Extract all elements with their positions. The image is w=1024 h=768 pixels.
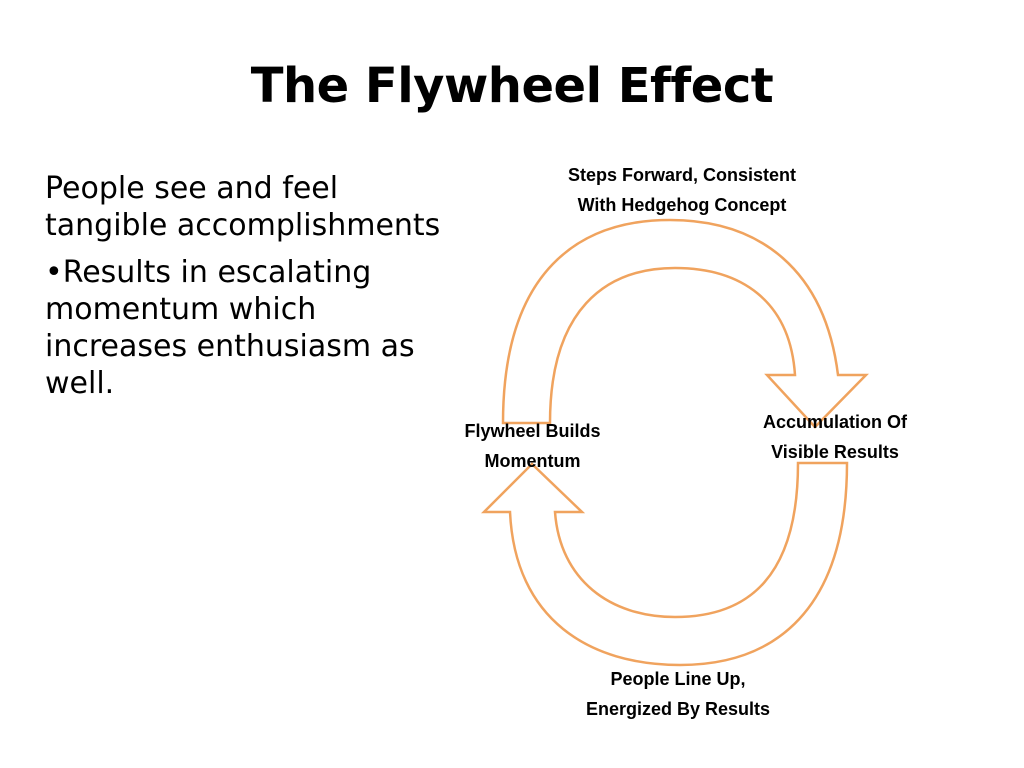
node-right-line-1: Accumulation Of <box>762 412 907 432</box>
body-text: People see and feel tangible accomplishm… <box>45 170 445 412</box>
node-bottom-line-1: People Line Up, <box>610 669 746 689</box>
node-top-line-2: With Hedgehog Concept <box>577 195 787 215</box>
node-bottom-label: People Line Up, Energized By Results <box>548 664 808 724</box>
node-left-line-1: Flywheel Builds <box>464 421 601 441</box>
node-bottom-line-2: Energized By Results <box>585 699 771 719</box>
node-right-label: Accumulation Of Visible Results <box>735 407 935 467</box>
body-paragraph-1: People see and feel tangible accomplishm… <box>45 171 441 243</box>
node-left-line-2: Momentum <box>484 451 581 471</box>
body-paragraph-2: •Results in escalating momentum which in… <box>45 255 415 401</box>
slide-title: The Flywheel Effect <box>250 58 774 114</box>
node-top-line-1: Steps Forward, Consistent <box>567 165 797 185</box>
upper-cycle-arrow <box>501 218 869 429</box>
node-right-line-2: Visible Results <box>771 442 899 462</box>
node-top-label: Steps Forward, Consistent With Hedgehog … <box>532 160 832 220</box>
lower-cycle-arrow <box>480 461 849 667</box>
node-left-label: Flywheel Builds Momentum <box>440 416 625 476</box>
